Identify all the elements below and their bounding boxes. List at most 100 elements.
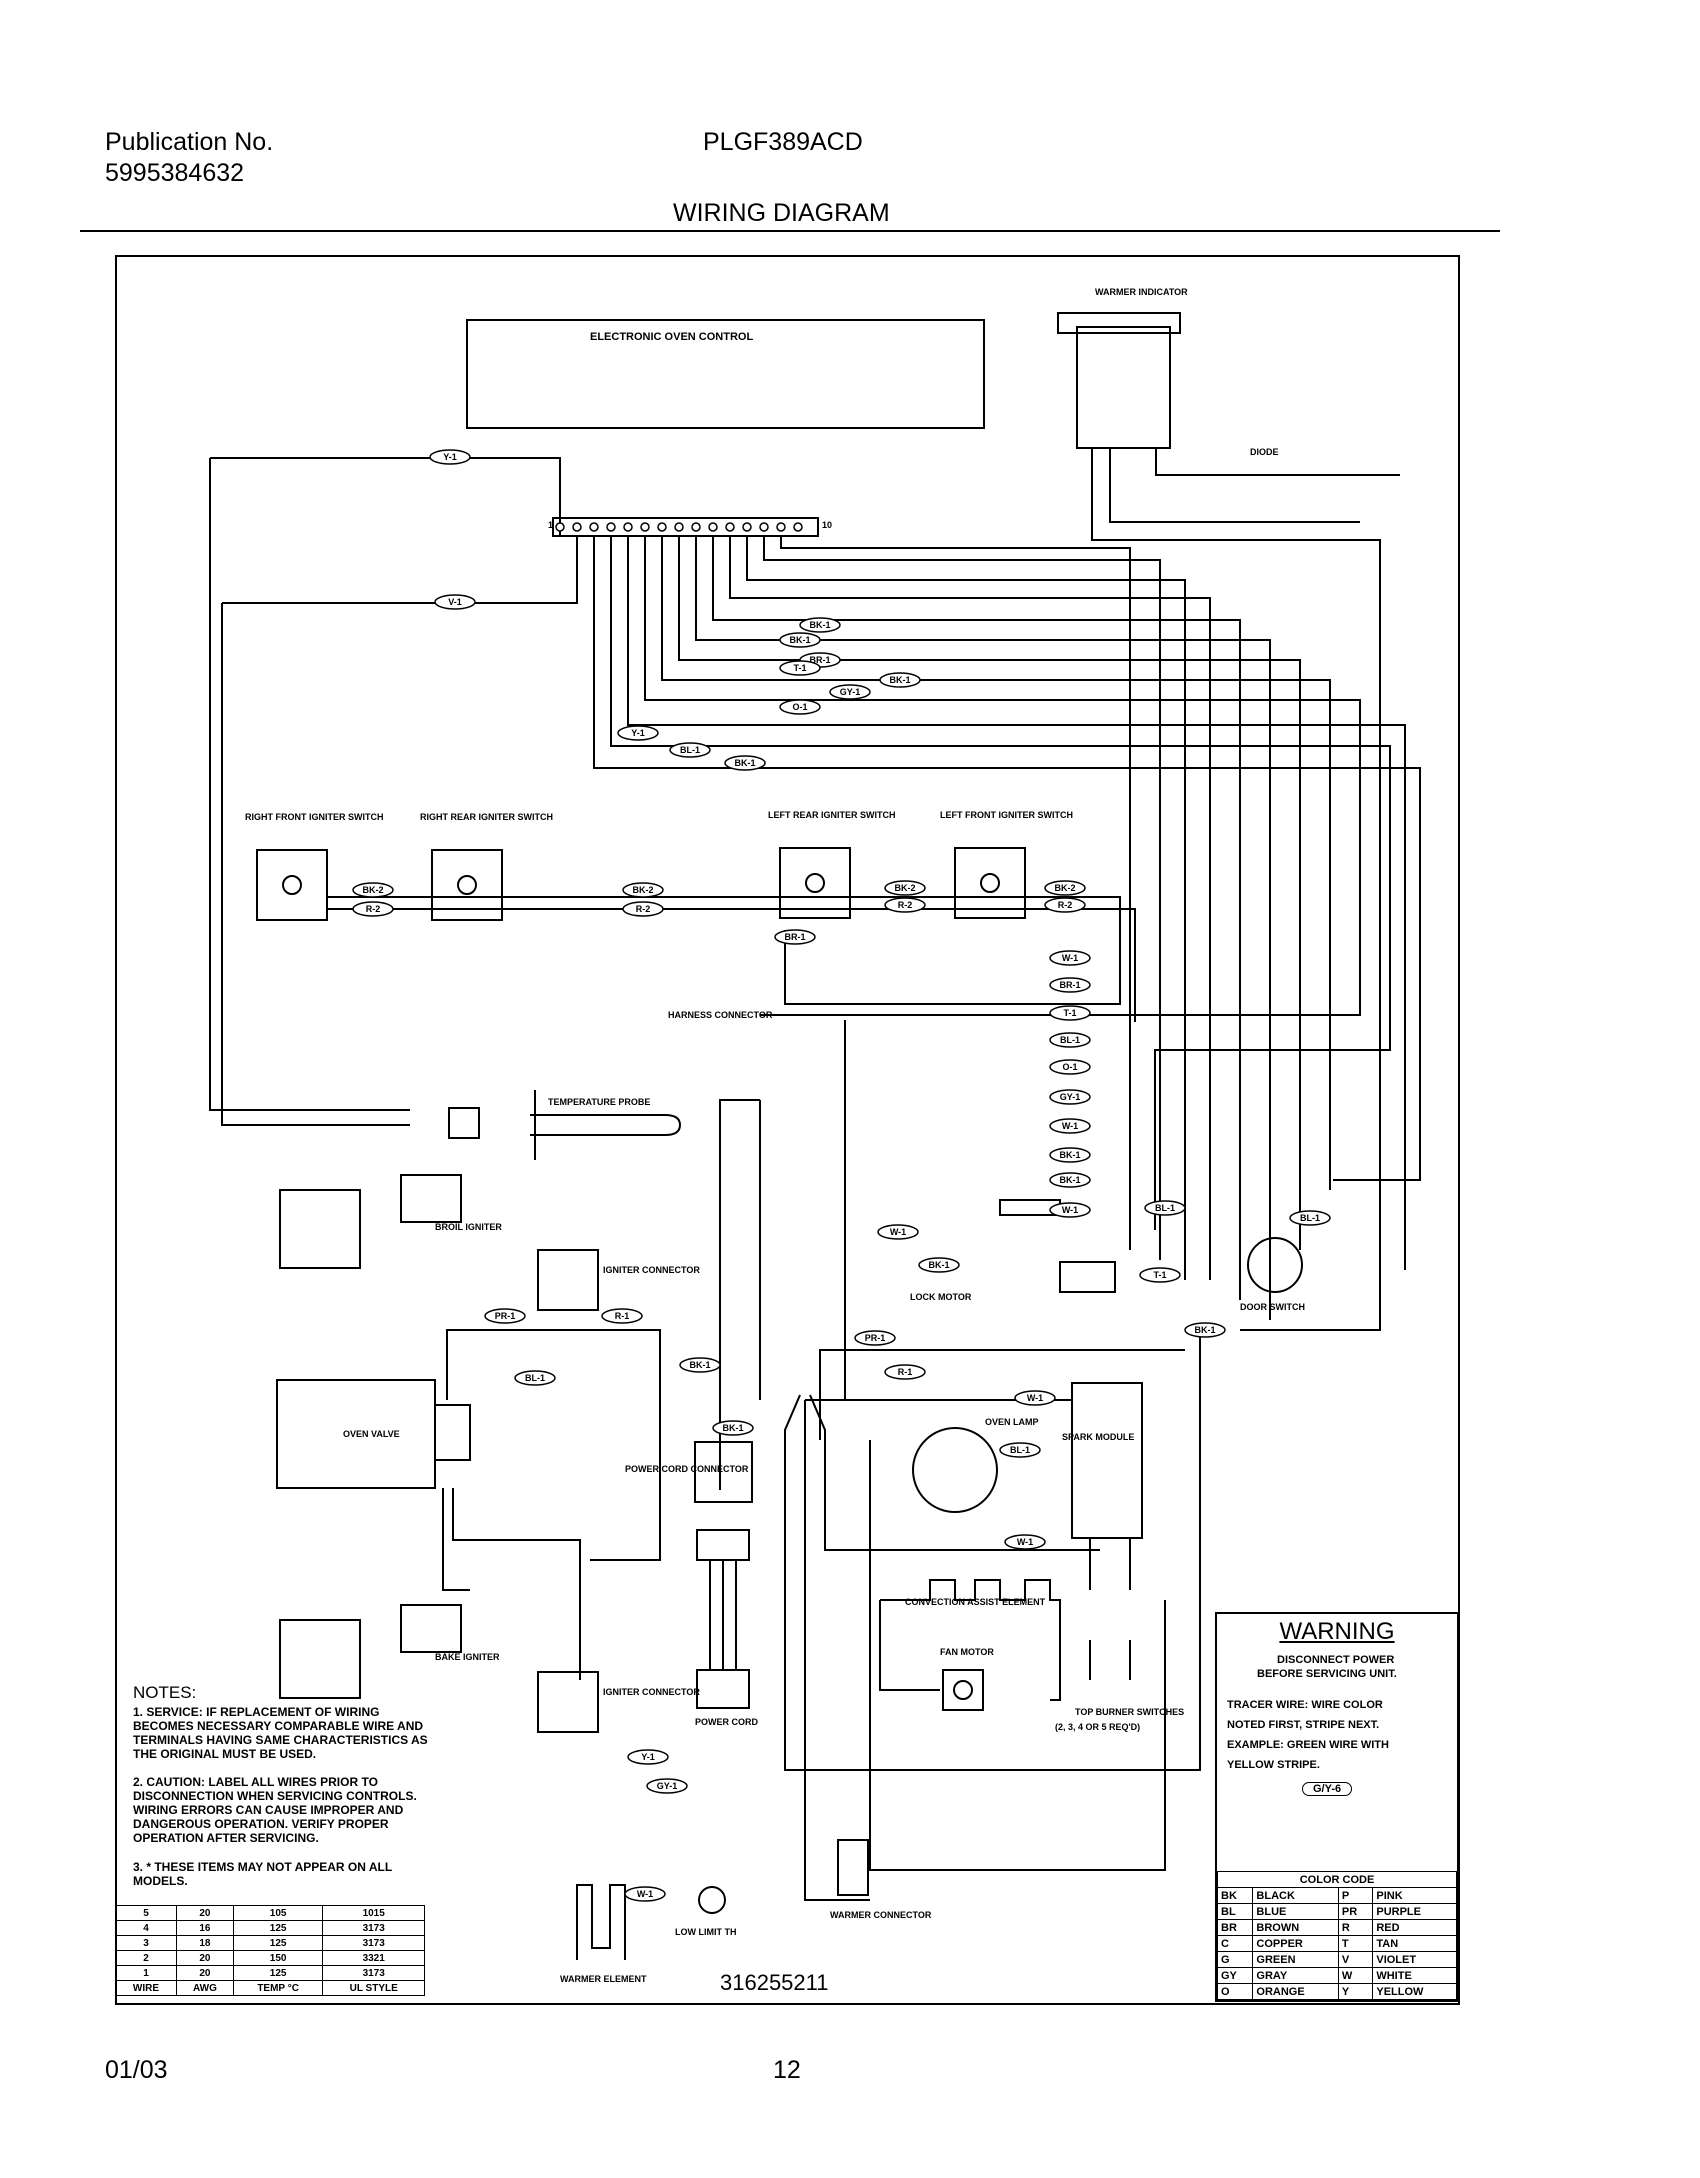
wire-tag xyxy=(1049,1059,1091,1075)
wire-tag-label: BK-2 xyxy=(632,885,653,895)
wire-tag-label: BR-1 xyxy=(1059,980,1080,990)
spark-module-label: SPARK MODULE xyxy=(1062,1432,1134,1442)
header-rule xyxy=(80,230,1500,232)
wire-tag-label: R-2 xyxy=(898,900,913,910)
wire-tag xyxy=(918,1257,960,1273)
wire-tag xyxy=(429,449,471,465)
right-rear-igniter-switch-box xyxy=(431,849,503,921)
bake-igniter-connector-label: IGNITER CONNECTOR xyxy=(603,1687,700,1697)
wire-tag-label: W-1 xyxy=(890,1227,906,1237)
wire-tag-label: R-2 xyxy=(1058,900,1073,910)
wire-tag-label: GY-1 xyxy=(840,687,861,697)
wire-tag-label: BL-1 xyxy=(1060,1035,1080,1045)
wire-tag xyxy=(829,684,871,700)
left-front-igniter-switch-box xyxy=(954,847,1026,919)
wire-tag-label: R-2 xyxy=(636,904,651,914)
wire-tag xyxy=(622,901,664,917)
warmer-element-label: WARMER ELEMENT xyxy=(560,1974,647,1984)
publication-label: Publication No. xyxy=(105,128,274,156)
wire-tag xyxy=(627,1749,669,1765)
power-cord-connector-label: POWER CORD CONNECTOR xyxy=(625,1464,749,1474)
wire-tag xyxy=(1049,977,1091,993)
wire-tag xyxy=(1049,1089,1091,1105)
color-code-title: COLOR CODE xyxy=(1217,1871,1457,1888)
spark-module-box xyxy=(1071,1382,1143,1539)
warmer-relay-box xyxy=(1076,326,1171,449)
wire-tag-label: W-1 xyxy=(1062,1205,1078,1215)
wire-tag xyxy=(1289,1210,1331,1226)
wire-tag-label: BK-1 xyxy=(1059,1175,1080,1185)
wire-tag xyxy=(1184,1322,1226,1338)
tracer-line-3: EXAMPLE: GREEN WIRE WITH xyxy=(1227,1739,1389,1751)
wire-tag-label: BK-1 xyxy=(734,758,755,768)
oven-lamp-circle xyxy=(912,1427,998,1513)
footer-page-number: 12 xyxy=(773,2056,801,2084)
model-number: PLGF389ACD xyxy=(703,128,863,156)
wire-tag-label: BR-1 xyxy=(809,655,830,665)
wire-tag xyxy=(617,725,659,741)
wire-tag xyxy=(1049,1005,1091,1021)
wire-tag-label: W-1 xyxy=(1062,953,1078,963)
pin-10-label: 10 xyxy=(822,520,832,530)
wire-tag-label: W-1 xyxy=(1017,1537,1033,1547)
wire-tag-label: Y-1 xyxy=(443,452,457,462)
wire-tag-label: PR-1 xyxy=(865,1333,886,1343)
wire-tag-label: GY-1 xyxy=(657,1781,678,1791)
wire-tag-label: T-1 xyxy=(1153,1270,1166,1280)
right-rear-igniter-label: RIGHT REAR IGNITER SWITCH xyxy=(420,812,553,822)
wire-tag xyxy=(352,901,394,917)
page-title: WIRING DIAGRAM xyxy=(673,199,890,227)
wire-tag xyxy=(352,882,394,898)
wire-tag-label: R-1 xyxy=(898,1367,913,1377)
wire-tag-label: BK-1 xyxy=(1194,1325,1215,1335)
wire-tag xyxy=(724,755,766,771)
wire-tag xyxy=(1139,1267,1181,1283)
wire-tag xyxy=(799,617,841,633)
tracer-line-1: TRACER WIRE: WIRE COLOR xyxy=(1227,1699,1383,1711)
wire-tag xyxy=(884,1364,926,1380)
wire-tag-label: BK-2 xyxy=(894,883,915,893)
right-front-igniter-label: RIGHT FRONT IGNITER SWITCH xyxy=(245,812,384,822)
wire-tag-label: T-1 xyxy=(793,663,806,673)
temperature-probe-label: TEMPERATURE PROBE xyxy=(548,1097,650,1107)
wire-tag xyxy=(1044,880,1086,896)
wire-tag xyxy=(877,1224,919,1240)
low-limit-label: LOW LIMIT TH xyxy=(675,1927,736,1937)
tracer-line-4: YELLOW STRIPE. xyxy=(1227,1759,1320,1771)
wire-tag-label: GY-1 xyxy=(1060,1092,1081,1102)
warning-box: WARNING DISCONNECT POWER BEFORE SERVICIN… xyxy=(1215,1612,1459,2002)
diagram-frame xyxy=(115,255,1460,2005)
wire-tag-label: R-2 xyxy=(366,904,381,914)
part-number: 316255211 xyxy=(720,1970,829,1995)
electronic-oven-control-box xyxy=(466,319,985,429)
lock-motor-label: LOCK MOTOR xyxy=(910,1292,972,1302)
broil-igniter-connector xyxy=(537,1249,599,1311)
wire-tag-label: BL-1 xyxy=(680,745,700,755)
door-switch-circle xyxy=(1247,1237,1303,1293)
wire-tag-label: O-1 xyxy=(792,702,807,712)
warning-line-1: DISCONNECT POWER xyxy=(1277,1654,1395,1666)
pin-1-label: 1 xyxy=(548,520,553,530)
electronic-oven-control-label: ELECTRONIC OVEN CONTROL xyxy=(590,331,753,343)
wire-tag-label: BL-1 xyxy=(1155,1203,1175,1213)
broil-igniter-connector-label: IGNITER CONNECTOR xyxy=(603,1265,700,1275)
bake-igniter-connector xyxy=(537,1671,599,1733)
wire-tag xyxy=(884,880,926,896)
wire-tag xyxy=(484,1308,526,1324)
wire-tag xyxy=(779,632,821,648)
wire-tag-label: BK-1 xyxy=(789,635,810,645)
right-front-igniter-switch-box xyxy=(256,849,328,921)
wire-tag xyxy=(1004,1534,1046,1550)
convection-element-label: CONVECTION ASSIST ELEMENT xyxy=(905,1597,1046,1607)
harness-connector-label: HARNESS CONNECTOR xyxy=(668,1010,773,1020)
